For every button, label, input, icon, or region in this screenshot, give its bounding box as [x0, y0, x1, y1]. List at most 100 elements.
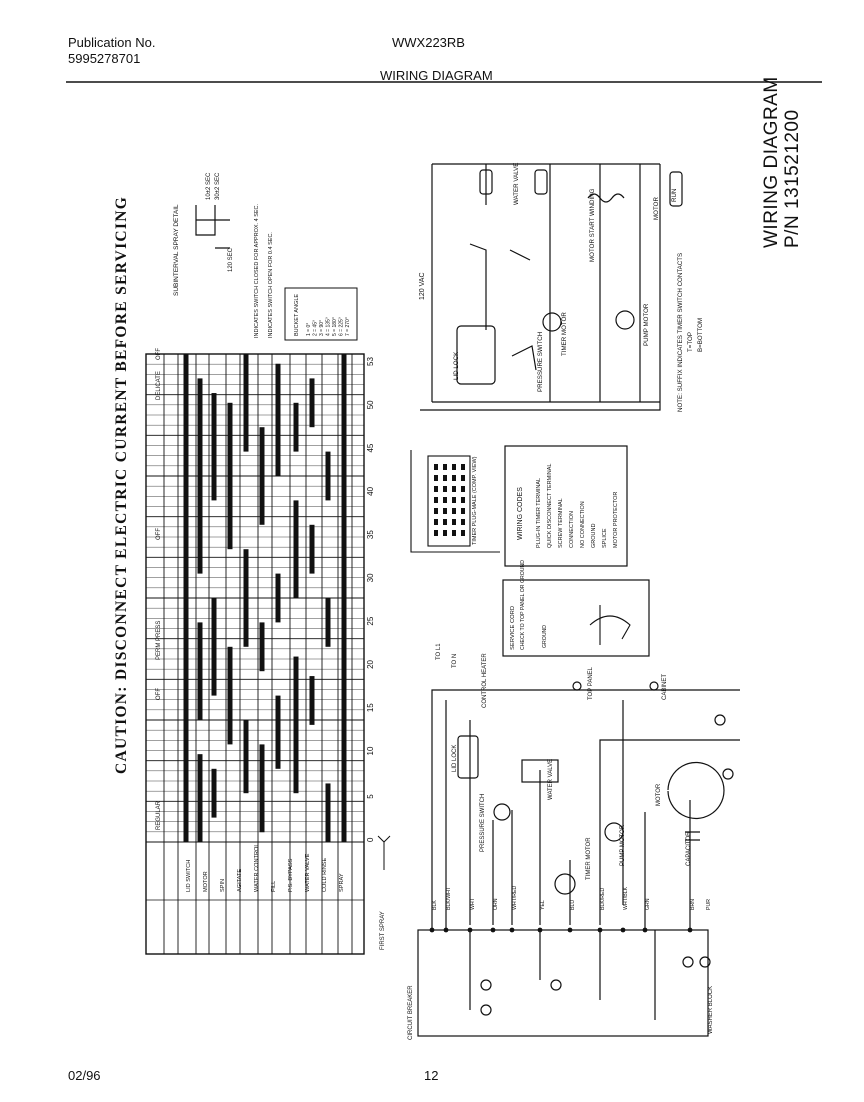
- part-number: P/N 131521200: [782, 109, 803, 248]
- wire-color-label: ORN: [493, 898, 499, 910]
- washer-block-label: WASHER BLOCK: [708, 986, 714, 1034]
- circuit-label: AGITATE: [237, 869, 243, 892]
- plug-pin: [452, 475, 456, 481]
- timer-bar: [325, 783, 331, 842]
- ladder-terminal: [567, 927, 573, 933]
- model-number: WWX223RB: [392, 35, 465, 50]
- increment-label: 50: [366, 400, 375, 409]
- neutral-label: TO N: [452, 654, 458, 668]
- ladder-terminal: [620, 927, 626, 933]
- plug-pin: [452, 464, 456, 470]
- timer-bar: [211, 393, 217, 501]
- timer-bar: [197, 622, 203, 720]
- timer-bar: [227, 646, 233, 745]
- control-heater-label: CONTROL HEATER: [482, 653, 488, 708]
- publication-label: Publication No.: [68, 35, 156, 50]
- top-panel-label: TOP PANEL: [588, 666, 594, 700]
- timer-bar: [211, 598, 217, 696]
- wiring-code-item: QUICK DISCONNECT TERMINAL: [547, 464, 553, 548]
- increment-label: 40: [366, 486, 375, 495]
- caution-text: CAUTION: DISCONNECT ELECTRIC CURRENT BEF…: [113, 196, 130, 774]
- ladder-timer-motor-label: TIMER MOTOR: [586, 837, 592, 880]
- timer-bar: [211, 768, 217, 818]
- timer-bar: [341, 354, 347, 842]
- plug-pin: [434, 475, 438, 481]
- circuit-breaker-label: CIRCUIT BREAKER: [408, 985, 414, 1040]
- increment-label: 10: [366, 746, 375, 755]
- schematic-labels: 120 VAC WATER VALVE LID LOCK PRESSURE SW…: [419, 163, 704, 412]
- legend-open: INDICATES SWITCH OPEN FOR 0.4 SEC.: [268, 232, 274, 338]
- plug-pin: [434, 486, 438, 492]
- service-cord-subtitle: CHECK TO TOP PANEL OR GROUND: [520, 560, 526, 650]
- timer-bar: [259, 744, 265, 833]
- plug-pin: [461, 475, 465, 481]
- cycle-label: REGULAR: [156, 800, 162, 830]
- bucket-angle-values: 1 = 0°2 = 45°3 = 90°4 = 135°5 = 180°6 = …: [306, 317, 351, 336]
- circuit-label: WATER CONTROL: [254, 844, 260, 892]
- timer-bar: [259, 427, 265, 525]
- plug-pin: [461, 464, 465, 470]
- wiring-code-item: SCREW TERMINAL: [558, 498, 564, 548]
- footer-date: 02/96: [68, 1068, 101, 1083]
- ladder-terminal: [509, 927, 515, 933]
- sub-time-2: 30±2 SEC: [215, 172, 221, 200]
- increment-label: 15: [366, 703, 375, 712]
- wire-color-label: BLU: [570, 900, 576, 910]
- timer-bar: [275, 363, 281, 476]
- circuit-label: WATER VALVE: [305, 853, 311, 892]
- increment-label: 53: [366, 357, 375, 366]
- capacitor-label: CAPACITOR: [686, 831, 692, 866]
- cycle-label: OFF: [156, 688, 162, 700]
- plug-pin: [434, 530, 438, 536]
- timer-bar: [309, 524, 315, 574]
- circuit-label: MOTOR: [203, 871, 209, 892]
- wire-color-label: BLK: [432, 900, 438, 910]
- plug-pin: [443, 486, 447, 492]
- circuit-label: P.S. BYPASS: [288, 858, 294, 892]
- plug-pin: [443, 530, 447, 536]
- subinterval-title: SUBINTERVAL SPRAY DETAIL: [173, 204, 180, 296]
- plug-pin: [434, 464, 438, 470]
- timer-bar: [309, 676, 315, 725]
- plug-pin: [461, 497, 465, 503]
- wiring-code-item: CONNECTION: [569, 511, 575, 548]
- bucket-angle-value: 1 = 0°: [306, 323, 312, 336]
- first-spray-label: FIRST SPRAY: [380, 911, 386, 950]
- schematic-note: NOTE: SUFFIX INDICATES TIMER SWITCH CONT…: [677, 253, 684, 412]
- ladder-terminal: [597, 927, 603, 933]
- wire-color-label: WHT/RED: [512, 886, 518, 910]
- increment-label: 5: [366, 794, 375, 799]
- plug-pin: [434, 519, 438, 525]
- plug-pin: [452, 530, 456, 536]
- timer-bar: [293, 500, 299, 598]
- timer-bar: [197, 378, 203, 574]
- plug-pin: [461, 486, 465, 492]
- wire-color-label: BRN: [690, 899, 696, 910]
- cycle-label: OFF: [156, 348, 162, 360]
- timer-bar: [325, 451, 331, 501]
- wire-color-label: WHT: [470, 897, 476, 910]
- timer-bar: [293, 656, 299, 794]
- timer-bar: [293, 402, 299, 452]
- wiring-code-item: GROUND: [591, 524, 597, 548]
- water-valve-label: WATER VALVE: [513, 163, 520, 205]
- timer-bar: [309, 378, 315, 428]
- bucket-angle-value: 7 = 270°: [345, 317, 351, 336]
- motor-label: MOTOR: [653, 197, 660, 220]
- plug-pin: [452, 497, 456, 503]
- ladder-motor-label: MOTOR: [656, 783, 662, 806]
- legend-closed: INDICATES SWITCH CLOSED FOR APPROX. 4 SE…: [254, 203, 260, 338]
- schematic: [420, 163, 683, 411]
- ladder-pressure-switch-label: PRESSURE SWITCH: [480, 794, 486, 852]
- plug-pin: [452, 508, 456, 514]
- schematic-note-bottom: B=BOTTOM: [697, 318, 704, 352]
- ladder-pump-motor-label: PUMP MOTOR: [620, 824, 626, 866]
- ladder-terminal: [490, 927, 496, 933]
- cabinet-label: CABINET: [662, 674, 668, 700]
- increment-label: 35: [366, 530, 375, 539]
- increment-label: 45: [366, 443, 375, 452]
